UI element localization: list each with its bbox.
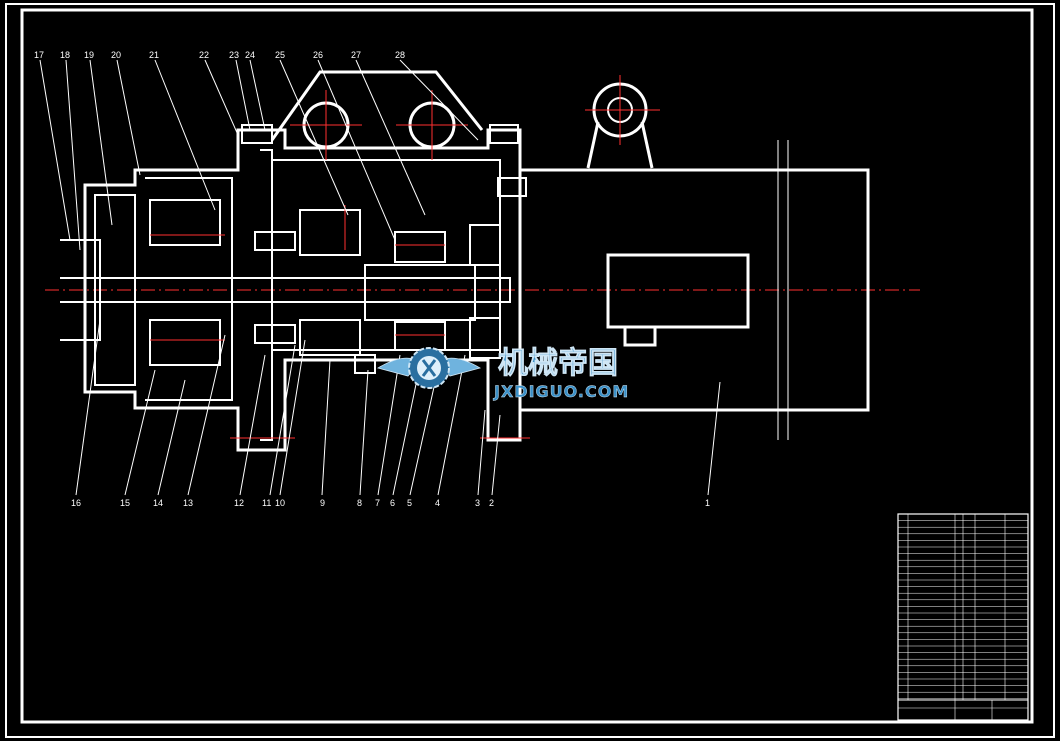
parts-list-rows xyxy=(898,520,1028,700)
part-label: 19 xyxy=(84,50,94,60)
part-label: 12 xyxy=(234,498,244,508)
part-label: 5 xyxy=(407,498,412,508)
assembly-drawing xyxy=(60,70,870,452)
part-label: 8 xyxy=(357,498,362,508)
part-label: 25 xyxy=(275,50,285,60)
center-marks xyxy=(150,75,660,439)
part-label: 23 xyxy=(229,50,239,60)
part-label: 2 xyxy=(489,498,494,508)
title-block xyxy=(897,513,1029,721)
gear-logo-icon xyxy=(376,347,482,389)
part-label: 28 xyxy=(395,50,405,60)
watermark-cn: 机械帝国 xyxy=(498,346,618,381)
part-labels-top: 17 18 19 20 21 22 23 24 25 26 27 28 xyxy=(34,50,405,60)
part-labels-bottom: 16 15 14 13 12 11 10 9 8 7 6 5 4 3 2 1 xyxy=(71,498,710,508)
part-label: 18 xyxy=(60,50,70,60)
part-label: 24 xyxy=(245,50,255,60)
watermark: 机械帝国 JXDIGUO.COM xyxy=(376,346,629,401)
part-label: 6 xyxy=(390,498,395,508)
part-label: 11 xyxy=(262,498,271,508)
part-label: 22 xyxy=(199,50,209,60)
part-label: 20 xyxy=(111,50,121,60)
part-label: 16 xyxy=(71,498,81,508)
part-label: 3 xyxy=(475,498,480,508)
part-label: 13 xyxy=(183,498,193,508)
leader-lines xyxy=(39,59,721,496)
watermark-en: JXDIGUO.COM xyxy=(493,382,629,401)
part-label: 17 xyxy=(34,50,44,60)
part-label: 15 xyxy=(120,498,130,508)
part-label: 14 xyxy=(153,498,163,508)
outer-frame xyxy=(5,3,1055,738)
part-label: 21 xyxy=(149,50,159,60)
part-label: 4 xyxy=(435,498,440,508)
part-label: 26 xyxy=(313,50,323,60)
part-label: 9 xyxy=(320,498,325,508)
part-label: 1 xyxy=(705,498,710,508)
inner-frame xyxy=(20,8,1034,724)
part-label: 10 xyxy=(275,498,285,508)
part-label: 7 xyxy=(375,498,380,508)
part-label: 27 xyxy=(351,50,361,60)
